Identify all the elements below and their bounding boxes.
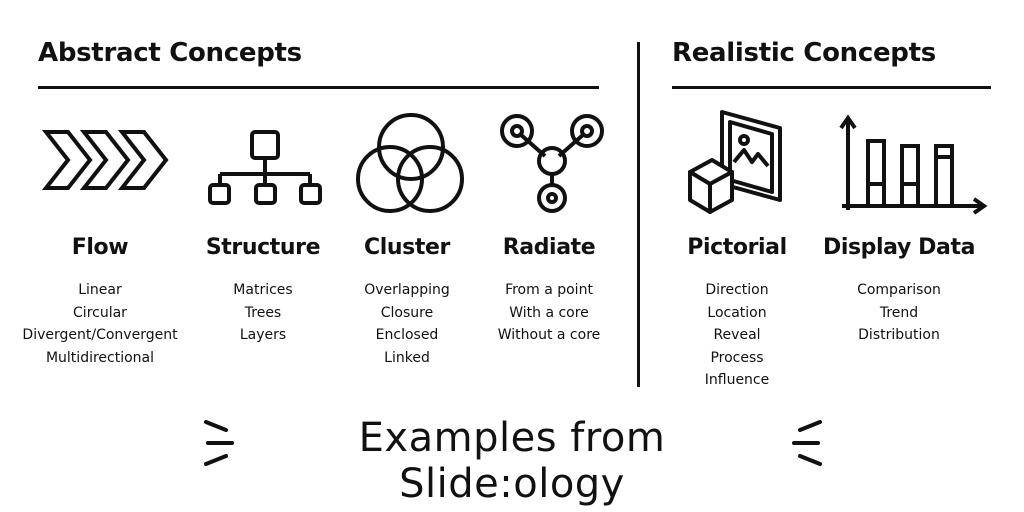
realistic-section-title: Realistic Concepts <box>672 38 936 68</box>
abstract-section-rule <box>38 86 599 89</box>
list-item: Circular <box>73 304 127 321</box>
category-title-radiate: Radiate <box>502 235 596 260</box>
flow-items: Linear Circular Divergent/Convergent Mul… <box>0 279 200 369</box>
hierarchy-icon <box>208 130 322 205</box>
list-item: Comparison <box>857 282 941 298</box>
list-item: Direction <box>705 282 769 298</box>
list-item: Multidirectional <box>45 349 155 366</box>
emphasis-dashes-left-icon <box>204 420 234 466</box>
list-item: Process <box>710 349 764 366</box>
list-item: Overlapping <box>364 282 450 298</box>
bar-chart-icon <box>839 114 988 215</box>
chevrons-icon <box>41 130 169 190</box>
list-item: Trend <box>879 304 919 321</box>
list-item: Linear <box>78 282 122 298</box>
category-title-cluster: Cluster <box>364 235 450 260</box>
picture-cube-icon <box>688 110 782 214</box>
list-item: Enclosed <box>375 327 439 343</box>
list-item: From a point <box>505 282 593 298</box>
emphasis-dashes-right-icon <box>792 420 822 466</box>
category-title-structure: Structure <box>205 235 321 260</box>
list-item: Reveal <box>713 327 761 343</box>
structure-items: Matrices Trees Layers <box>163 279 363 347</box>
category-title-display-data: Display Data <box>822 235 976 260</box>
venn-icon <box>356 113 464 213</box>
list-item: Distribution <box>858 327 940 343</box>
network-nodes-icon <box>500 114 604 213</box>
radiate-items: From a point With a core Without a core <box>449 279 649 347</box>
list-item: Influence <box>704 372 770 388</box>
category-title-flow: Flow <box>71 235 129 260</box>
footer-caption: Examples from Slide:ology <box>358 415 666 507</box>
list-item: Location <box>707 304 767 321</box>
realistic-section-rule <box>672 86 991 89</box>
category-title-pictorial: Pictorial <box>687 235 787 260</box>
pictorial-items: Direction Location Reveal Process Influe… <box>637 279 837 392</box>
list-item: Linked <box>384 349 430 366</box>
abstract-section-title: Abstract Concepts <box>38 38 302 68</box>
list-item: Trees <box>244 304 282 321</box>
list-item: Closure <box>380 304 434 321</box>
list-item: Divergent/Convergent <box>22 327 178 343</box>
section-divider <box>637 42 640 387</box>
list-item: Without a core <box>497 327 601 343</box>
list-item: With a core <box>509 304 589 321</box>
cluster-items: Overlapping Closure Enclosed Linked <box>307 279 507 369</box>
list-item: Layers <box>239 327 287 343</box>
list-item: Matrices <box>233 282 293 298</box>
display-data-items: Comparison Trend Distribution <box>799 279 999 347</box>
